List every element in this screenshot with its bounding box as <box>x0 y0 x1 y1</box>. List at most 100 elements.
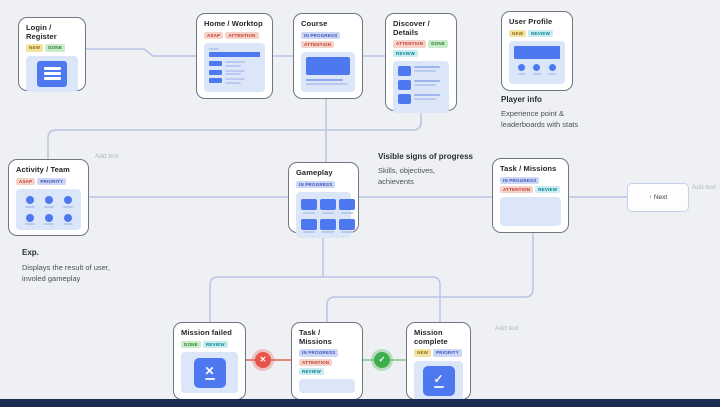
up-arrow-icon: ↑ <box>648 194 652 201</box>
node-task-missions-mid[interactable]: Task / Missions IN PROGRESS ATTENTION RE… <box>492 158 569 233</box>
node-preview <box>299 379 355 393</box>
node-preview <box>204 43 265 92</box>
badge-row: NEW REVIEW <box>509 29 565 38</box>
status-badge: DONE <box>45 44 65 52</box>
node-title: Course <box>301 19 328 28</box>
form-icon <box>37 60 67 87</box>
status-badge: REVIEW <box>393 49 418 58</box>
status-badge: PRIORITY <box>37 177 67 186</box>
user-icon <box>24 196 35 208</box>
status-badge: ATTENTION <box>393 40 427 48</box>
bottom-bar <box>0 399 720 407</box>
node-preview <box>296 192 355 239</box>
node-gameplay[interactable]: Gameplay IN PROGRESS <box>288 162 359 239</box>
status-badge: IN PROGRESS <box>299 349 339 357</box>
badge-row: ASAP PRIORITY <box>16 177 81 186</box>
node-title: Mission complete <box>414 328 448 346</box>
add-text-placeholder[interactable]: Add text <box>495 325 519 332</box>
add-text-placeholder[interactable]: Add text <box>95 153 119 160</box>
fail-icon: ✕ <box>193 357 226 388</box>
node-title: Task / Missions <box>500 164 557 173</box>
status-badge: DONE <box>181 340 201 349</box>
status-badge: NEW <box>509 29 527 38</box>
list-row <box>398 80 444 91</box>
status-badge: NEW <box>26 44 44 52</box>
progress-title: Visible signs of progress <box>378 152 473 161</box>
status-badge: DONE <box>428 40 449 48</box>
list-row <box>398 94 444 105</box>
node-mission-failed[interactable]: Mission failed DONE REVIEW ✕ <box>173 322 246 400</box>
node-activity-team[interactable]: Activity / Team ASAP PRIORITY <box>8 159 89 236</box>
status-badge: ATTENTION <box>225 31 259 40</box>
badge-row: IN PROGRESS ATTENTION <box>301 31 355 49</box>
user-icon <box>43 213 54 226</box>
node-preview: ✓ <box>414 360 463 401</box>
exp-title: Exp. <box>22 248 39 257</box>
text-line <box>209 48 219 51</box>
tile-icon <box>339 199 355 214</box>
user-icon <box>532 64 541 75</box>
status-badge: ATTENTION <box>301 41 335 49</box>
node-discover-details[interactable]: Discover / Details ATTENTION DONE REVIEW <box>385 13 457 114</box>
list-row <box>398 66 444 77</box>
node-title: Login / Register <box>26 23 57 41</box>
node-mission-complete[interactable]: Mission complete NEW PRIORITY ✓ <box>406 322 471 401</box>
status-badge: NEW <box>414 349 432 357</box>
success-icon: ✓ <box>422 365 455 396</box>
node-login-register[interactable]: Login / Register NEW DONE <box>18 17 86 92</box>
status-badge: ASAP <box>16 177 36 186</box>
badge-row: IN PROGRESS <box>296 180 351 189</box>
node-user-profile[interactable]: User Profile NEW REVIEW <box>501 11 573 91</box>
wire-login-home <box>86 48 196 57</box>
status-badge: ATTENTION <box>500 186 534 194</box>
status-badge: IN PROGRESS <box>500 176 540 185</box>
status-badge: ASAP <box>204 31 224 40</box>
node-preview <box>16 189 81 231</box>
failed-indicator: ✕ <box>255 352 271 368</box>
node-task-missions-bottom[interactable]: Task / Missions IN PROGRESS ATTENTION RE… <box>291 322 363 400</box>
node-title: Mission failed <box>181 328 232 337</box>
node-title: User Profile <box>509 17 553 26</box>
hero-image <box>306 57 350 76</box>
node-preview <box>509 41 565 84</box>
profile-banner <box>514 46 560 60</box>
player-info-body: Experience point & leaderboards with sta… <box>501 109 579 129</box>
user-icon <box>517 64 526 75</box>
badge-row: IN PROGRESS ATTENTION REVIEW <box>299 349 355 376</box>
tile-icon <box>320 199 336 214</box>
list-row <box>209 69 260 76</box>
node-home-worktop[interactable]: Home / Worktop ASAP ATTENTION <box>196 13 273 99</box>
user-icon <box>24 213 35 226</box>
text-line <box>306 83 348 86</box>
add-text-placeholder[interactable]: Add text <box>692 184 716 191</box>
badge-row: DONE REVIEW <box>181 340 238 349</box>
node-title: Activity / Team <box>16 165 70 174</box>
tile-icon <box>320 218 336 234</box>
user-icon <box>43 196 54 208</box>
status-badge: ATTENTION <box>299 358 333 367</box>
status-badge: REVIEW <box>299 368 324 376</box>
node-preview <box>301 52 355 92</box>
list-header <box>209 52 260 58</box>
status-badge: REVIEW <box>202 340 228 349</box>
wire-trunk-row1 <box>47 111 422 159</box>
x-icon: ✕ <box>259 355 267 364</box>
node-preview <box>26 55 78 92</box>
node-preview <box>393 61 449 114</box>
list-row <box>209 61 260 67</box>
status-badge: REVIEW <box>535 186 561 194</box>
user-icon <box>62 213 73 226</box>
node-preview <box>500 197 561 226</box>
node-title: Task / Missions <box>299 328 332 346</box>
tile-icon <box>339 218 355 234</box>
player-info-title: Player info <box>501 95 542 104</box>
node-course[interactable]: Course IN PROGRESS ATTENTION <box>293 13 363 99</box>
success-indicator: ✓ <box>374 352 390 368</box>
text-line <box>306 79 344 82</box>
list-row <box>209 78 260 84</box>
badge-row: ASAP ATTENTION <box>204 31 265 40</box>
badge-row: NEW PRIORITY <box>414 349 463 357</box>
next-button[interactable]: ↑ Next <box>627 183 689 212</box>
wire-task-to-bottom <box>326 233 534 322</box>
